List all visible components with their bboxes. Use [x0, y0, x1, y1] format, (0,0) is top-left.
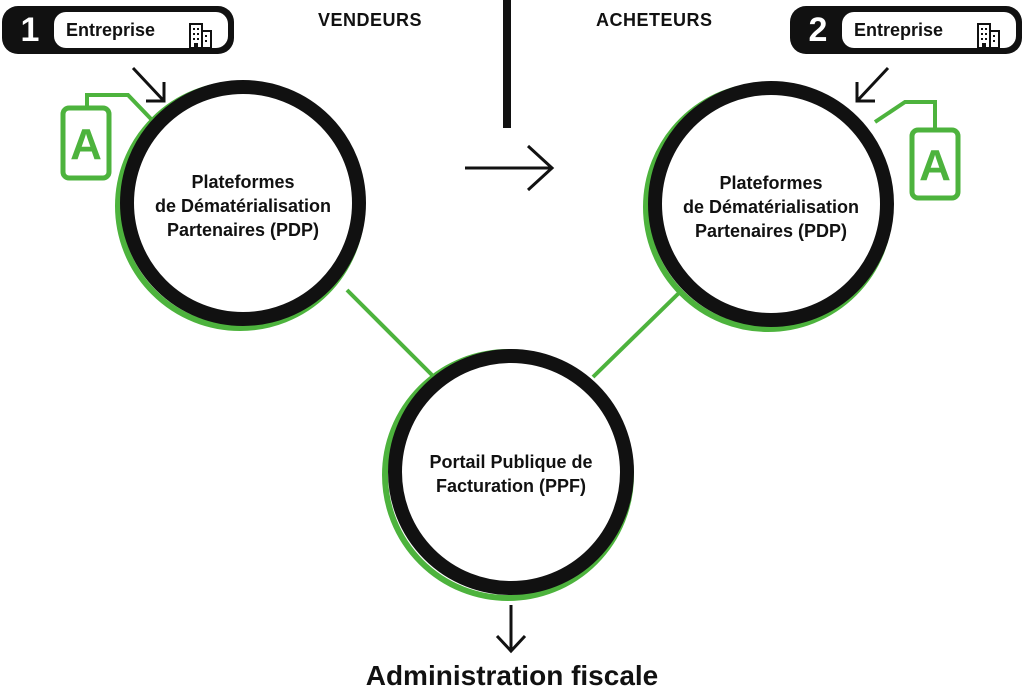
sellers-label: VENDEURS [318, 10, 423, 30]
left-tag-letter: A [70, 120, 102, 169]
company-pill: Entreprise [842, 12, 1016, 49]
badge-number: 1 [20, 10, 40, 49]
central-portal-circle [382, 349, 634, 601]
central-portal-label: Portail Publique de Facturation (PPF) [429, 452, 593, 496]
right-platform-label: Plateformes de Dématérialisation Partena… [682, 173, 860, 241]
connector-right [591, 288, 684, 379]
buyer-company-badge: 2 Entreprise [790, 6, 1022, 54]
buyers-label: ACHETEURS [596, 10, 713, 30]
tax-administration-label: Administration fiscale [365, 660, 659, 691]
seller-company-badge: 1 Entreprise [2, 6, 234, 54]
arrow-down-icon [495, 605, 527, 654]
right-platform-circle [643, 81, 894, 332]
left-platform-circle [115, 80, 366, 331]
left-platform-label: Plateformes de Dématérialisation Partena… [154, 172, 332, 240]
arrow-down-left-icon [855, 66, 890, 103]
company-label: Entreprise [854, 19, 944, 40]
building-icon [189, 23, 212, 49]
left-tag-icon [60, 93, 154, 181]
badge-number: 2 [808, 10, 828, 49]
company-label: Entreprise [66, 19, 156, 40]
arrow-down-right-icon [131, 66, 166, 103]
company-pill: Entreprise [54, 12, 228, 49]
arrow-right-icon [465, 144, 555, 192]
right-tag-icon [873, 100, 961, 201]
right-tag-letter: A [919, 141, 951, 190]
connector-left [345, 288, 434, 377]
building-icon [977, 23, 1000, 49]
